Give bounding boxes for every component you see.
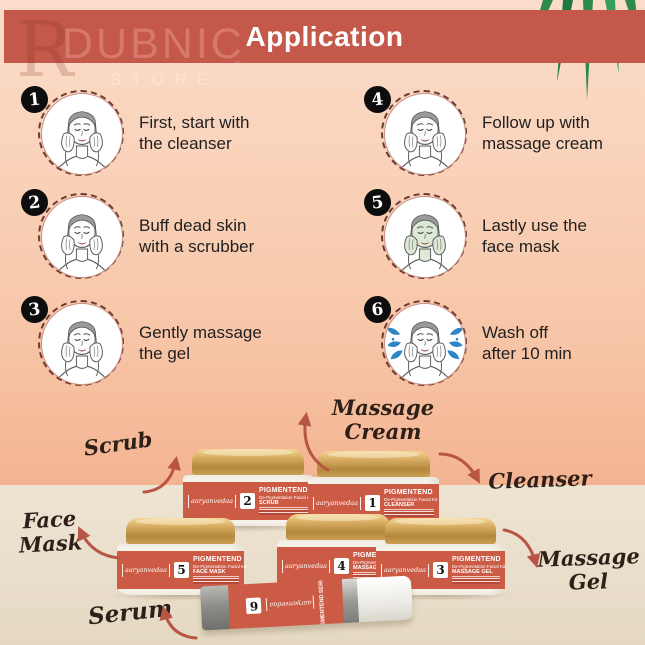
- arrow-to-massage-gel: [502, 528, 541, 568]
- range-name: PIGMENTEND: [384, 489, 433, 497]
- tube-label: PIGMENTEND SERUM aaryanvedaa 6: [227, 579, 345, 630]
- face-illustration-mask: [384, 196, 466, 278]
- brand-logo: aaryanvedaa: [266, 596, 315, 612]
- arrow-to-face-mask: [77, 526, 122, 560]
- face-illustration: [384, 93, 466, 175]
- brand-logo: aaryanvedaa: [381, 563, 430, 577]
- product-number: 1: [365, 495, 381, 511]
- product-name: MASSAGE GEL: [452, 569, 500, 577]
- face-illustration-wash: [384, 303, 466, 385]
- fine-print-lines: [193, 577, 239, 584]
- fine-print-lines: [259, 508, 308, 515]
- page-title: Application: [245, 20, 404, 52]
- arrow-to-serum: [159, 605, 198, 640]
- product-number: 6: [246, 597, 262, 615]
- jar-label: aaryanvedaa 2 PIGMENTEND De-Pigmentation…: [183, 482, 313, 520]
- jar-gold-lid: [286, 514, 390, 540]
- brand-logo: aaryanvedaa: [188, 494, 237, 508]
- range-subtitle: De-Pigmentation Facial Kit: [193, 564, 247, 570]
- tube-crimp-end: [199, 585, 231, 631]
- range-subtitle: De-Pigmentation Facial Kit: [384, 497, 438, 503]
- brand-logo: aaryanvedaa: [313, 496, 362, 510]
- product-number: 4: [334, 558, 350, 574]
- jar-gold-lid: [126, 518, 235, 544]
- step-1-illustration: 1: [19, 84, 124, 176]
- fine-print-lines: [384, 510, 434, 517]
- watermark-sub: STORE: [110, 70, 219, 89]
- jar-label: aaryanvedaa 5 PIGMENTEND De-Pigmentation…: [117, 551, 247, 589]
- brand-logo: aaryanvedaa: [122, 563, 171, 577]
- arrow-to-massage-cream: [297, 411, 330, 472]
- jar-gold-lid: [385, 518, 496, 544]
- annotation-massage-cream: Massage Cream: [331, 395, 435, 445]
- product-number: 5: [174, 562, 190, 578]
- face-illustration: [41, 303, 123, 385]
- range-name: PIGMENTEND: [193, 556, 242, 564]
- range-name: PIGMENTEND: [319, 594, 328, 630]
- brand-logo: aaryanvedaa: [282, 559, 331, 573]
- range-name: PIGMENTEND: [259, 487, 308, 495]
- product-number: 2: [240, 493, 256, 509]
- face-illustration: [41, 93, 123, 175]
- product-jar-face-mask: aaryanvedaa 5 PIGMENTEND De-Pigmentation…: [109, 516, 252, 601]
- annotation-massage-gel: Massage Gel: [537, 543, 641, 595]
- step-4-illustration: 4: [362, 84, 467, 176]
- annotation-cleanser: Cleanser: [487, 465, 592, 494]
- range-subtitle: De-Pigmentation Facial Kit: [452, 564, 506, 570]
- range-name: PIGMENTEND: [452, 556, 501, 564]
- product-name: SERUM: [317, 579, 325, 593]
- product-number: 3: [433, 562, 449, 578]
- water-splash-icon: [386, 327, 464, 360]
- product-name: SCRUB: [259, 500, 308, 508]
- step-3-illustration: 3: [19, 294, 124, 386]
- step-6-illustration: 6: [362, 294, 467, 386]
- jar-gold-lid: [192, 449, 304, 475]
- fine-print-lines: [452, 577, 500, 584]
- jar-gold-lid: [317, 451, 430, 477]
- face-illustration: [41, 196, 123, 278]
- tube-white-cap: [356, 575, 414, 623]
- step-5-illustration: 5: [362, 187, 467, 279]
- arrow-to-cleanser: [438, 452, 480, 484]
- arrow-to-scrub: [142, 455, 181, 494]
- step-2-illustration: 2: [19, 187, 124, 279]
- product-name: FACE MASK: [193, 569, 239, 577]
- header-banner: Application: [4, 10, 645, 63]
- product-name: CLEANSER: [384, 502, 434, 510]
- range-subtitle: De-Pigmentation Facial Kit: [259, 495, 313, 501]
